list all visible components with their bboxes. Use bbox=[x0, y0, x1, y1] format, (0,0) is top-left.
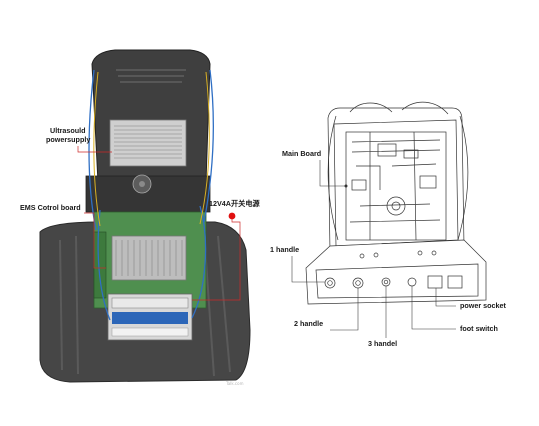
psu-terminal-strip bbox=[111, 297, 189, 309]
power-switch-port bbox=[447, 275, 463, 289]
label-ultrasound-line2: powersupply bbox=[46, 135, 91, 144]
leader-main-board bbox=[319, 160, 346, 187]
main-board-chip-b bbox=[419, 175, 437, 189]
fan-hub bbox=[139, 181, 145, 187]
lid-vents bbox=[116, 69, 186, 83]
main-board-coil-inner bbox=[391, 201, 401, 211]
leader-ultrasound bbox=[77, 146, 112, 153]
rear-wires bbox=[327, 101, 469, 241]
leader-handle-2 bbox=[330, 288, 359, 331]
handle-1-port-inner bbox=[327, 280, 333, 286]
main-heatsink-fins bbox=[115, 240, 183, 276]
blue-wire-bundle bbox=[88, 69, 215, 321]
machine-rear-ribs bbox=[59, 231, 231, 377]
label-handle-1: 1 handle bbox=[270, 245, 300, 254]
label-ultrasound-line1: Ultrasould bbox=[50, 126, 86, 135]
label-power-socket: power socket bbox=[460, 301, 506, 310]
upper-port-b bbox=[373, 252, 379, 258]
side-board-left bbox=[93, 231, 107, 299]
leader-power-socket bbox=[435, 288, 456, 307]
red-marker-12v4a bbox=[228, 212, 236, 220]
handle-3-port-inner bbox=[383, 279, 389, 285]
label-foot-switch: foot switch bbox=[460, 324, 498, 333]
upper-port-d bbox=[431, 250, 437, 256]
handle-2-port-inner bbox=[355, 280, 361, 286]
psu-blue-label bbox=[112, 312, 188, 324]
left-leader-lines bbox=[77, 146, 241, 301]
main-board-chip-d bbox=[403, 149, 419, 159]
upper-port-c bbox=[417, 250, 423, 256]
leader-ems bbox=[84, 212, 106, 269]
right-machine-lineart bbox=[305, 101, 487, 305]
front-base-outline bbox=[305, 239, 487, 305]
dot-main-board bbox=[344, 184, 348, 188]
leader-handle-1 bbox=[291, 256, 325, 283]
left-machine-illustration bbox=[39, 49, 251, 383]
psu-component-row bbox=[111, 327, 189, 337]
label-main-board: Main Board bbox=[282, 149, 322, 158]
yellow-wire-bundle bbox=[93, 71, 210, 227]
main-board-chip-a bbox=[351, 179, 367, 191]
front-panel-face bbox=[315, 263, 479, 299]
main-board-chip-c bbox=[377, 143, 397, 157]
label-12v4a-psu: 12V4A开关电源 bbox=[209, 199, 260, 208]
power-socket-port bbox=[427, 275, 443, 289]
handle-1-port bbox=[324, 277, 336, 289]
main-heatsink-block bbox=[111, 235, 187, 281]
leader-foot-switch bbox=[411, 286, 456, 330]
leader-12v4a bbox=[192, 216, 241, 301]
ultrasound-psu-heatsink bbox=[109, 119, 187, 167]
watermark: Talk.com bbox=[226, 381, 244, 386]
main-board-coil bbox=[386, 196, 406, 216]
right-leader-lines bbox=[291, 160, 456, 338]
heatsink-fins bbox=[114, 125, 182, 159]
label-handle-2: 2 handle bbox=[294, 319, 324, 328]
label-handle-3: 3 handel bbox=[368, 339, 398, 348]
rear-panel-outline bbox=[327, 107, 465, 253]
label-ems-control-board: EMS Cotrol board bbox=[20, 203, 81, 212]
upper-port-a bbox=[359, 253, 365, 259]
